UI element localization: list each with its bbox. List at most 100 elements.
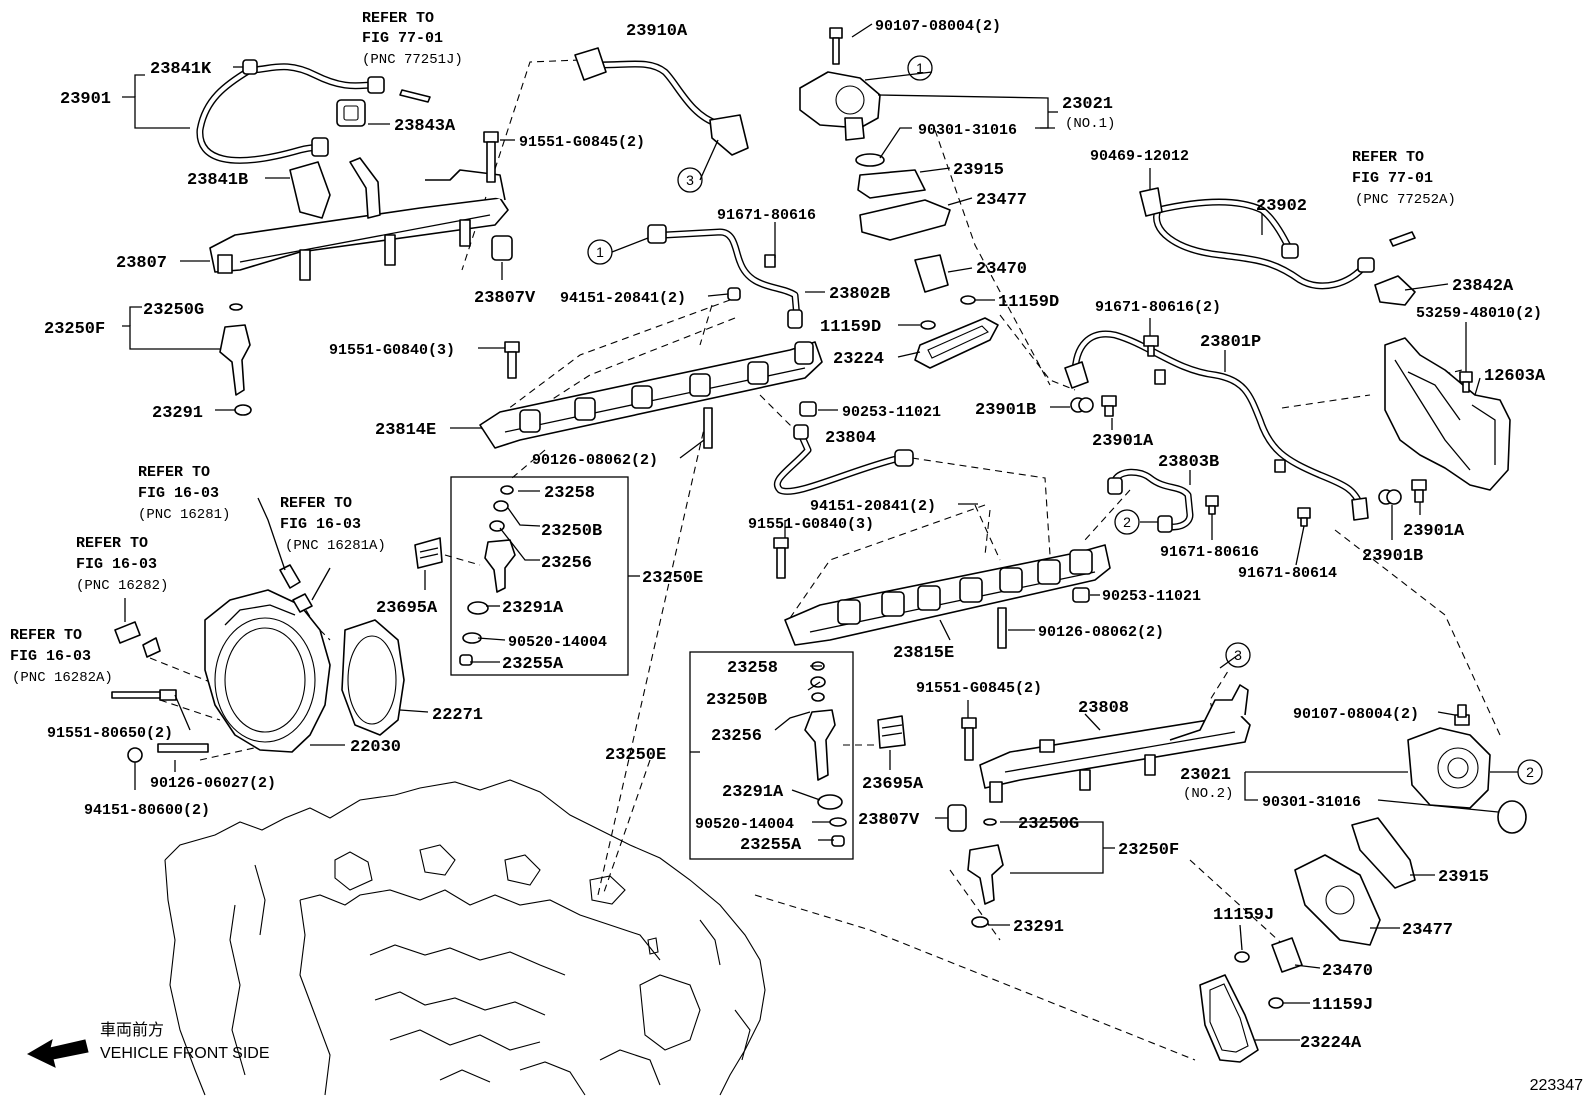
svg-text:REFER TO: REFER TO xyxy=(1352,149,1424,166)
clip-90469-12012-shape xyxy=(1139,187,1163,217)
nut-94151-80600-shape xyxy=(127,747,143,763)
circle-marker-2-b: 2 xyxy=(1517,759,1543,785)
stud-90126-08062-b-shape xyxy=(997,607,1007,649)
svg-text:(PNC 16281A): (PNC 16281A) xyxy=(285,538,386,554)
lifter-23470-b-shape xyxy=(1271,937,1303,973)
label-23695A-a: 23695A xyxy=(376,599,438,618)
label-90520-14004-b: 90520-14004 xyxy=(695,816,794,833)
injector-23250F-b-shape xyxy=(967,818,1004,928)
label-91551-G0845-b: 91551-G0845(2) xyxy=(916,680,1042,697)
bolt-91551-G0840-a-shape xyxy=(504,341,520,379)
label-23258-a: 23258 xyxy=(544,484,595,503)
svg-text:FIG 77-01: FIG 77-01 xyxy=(1352,170,1433,187)
label-23801P: 23801P xyxy=(1200,333,1261,352)
gasket-23915-b-shape xyxy=(1351,817,1416,889)
label-23814E: 23814E xyxy=(375,421,436,440)
pipe-23802B-shape xyxy=(647,224,803,329)
bolt-91551-80650-shape xyxy=(111,689,177,701)
gasket-22271-inner-shape xyxy=(347,635,397,725)
bolt-91671-80616-c-shape xyxy=(1205,495,1219,515)
label-23250G-a: 23250G xyxy=(143,301,204,320)
svg-text:3: 3 xyxy=(686,172,694,188)
label-23255A-a: 23255A xyxy=(502,655,564,674)
label-22271: 22271 xyxy=(432,706,483,725)
svg-text:1: 1 xyxy=(916,60,924,76)
lifter-23470-a-shape xyxy=(914,254,949,293)
svg-text:2: 2 xyxy=(1526,764,1534,780)
label-23901: 23901 xyxy=(60,90,111,109)
svg-text:FIG 16-03: FIG 16-03 xyxy=(10,648,91,665)
svg-text:REFER TO: REFER TO xyxy=(138,464,210,481)
refer-note-77-01-b: REFER TO FIG 77-01 (PNC 77252A) xyxy=(1352,149,1456,208)
svg-text:REFER TO: REFER TO xyxy=(10,627,82,644)
svg-text:2: 2 xyxy=(1123,514,1131,530)
label-23842A: 23842A xyxy=(1452,277,1514,296)
label-23807: 23807 xyxy=(116,254,167,273)
clamp-23843A-shape xyxy=(336,99,366,127)
hose-23910A-shape xyxy=(574,47,749,156)
label-23841K: 23841K xyxy=(150,60,212,79)
tube-16281A-shape xyxy=(292,593,313,613)
nut-90253-11021-b-shape xyxy=(1072,587,1090,603)
label-90253-11021-b: 90253-11021 xyxy=(1102,588,1201,605)
label-23021-a-note: (NO.1) xyxy=(1065,116,1115,132)
fuel-pump-23021-no2-shape xyxy=(1407,704,1491,809)
label-23807V-b: 23807V xyxy=(858,811,920,830)
label-91551-G0840-b: 91551-G0840(3) xyxy=(748,516,874,533)
label-23256-a: 23256 xyxy=(541,554,592,573)
gasket-23224-inner-shape xyxy=(927,325,989,359)
nut-90253-11021-a-shape xyxy=(799,401,817,417)
svg-text:3: 3 xyxy=(1234,647,1242,663)
label-23255A-b: 23255A xyxy=(740,836,802,855)
bolt-91551-G0840-b-shape xyxy=(773,537,789,579)
label-11159J-a: 11159J xyxy=(1213,906,1274,925)
svg-text:(PNC 77252A): (PNC 77252A) xyxy=(1355,192,1456,208)
cover-12603A-shape xyxy=(1384,337,1511,491)
label-11159D-b: 11159D xyxy=(820,318,881,337)
label-23256-b: 23256 xyxy=(711,727,762,746)
refer-note-16-03-a: REFER TO FIG 16-03 (PNC 16281) xyxy=(138,464,230,523)
fuel-pump-23021-no1-shape xyxy=(799,27,881,141)
svg-text:(PNC 77251J): (PNC 77251J) xyxy=(362,52,463,68)
label-23802B: 23802B xyxy=(829,285,890,304)
diagram-id: 223347 xyxy=(1530,1077,1583,1094)
label-90107-08004-a: 90107-08004(2) xyxy=(875,18,1001,35)
svg-text:(PNC 16281): (PNC 16281) xyxy=(138,507,230,523)
oring-90301-31016-b-shape xyxy=(1497,800,1527,834)
clip-23695A-a-shape xyxy=(414,537,443,569)
svg-text:FIG 16-03: FIG 16-03 xyxy=(76,556,157,573)
label-23021-a: 23021 xyxy=(1062,95,1113,114)
gasket-23915-a-shape xyxy=(857,169,926,199)
oring-11159J-b-shape xyxy=(1268,997,1284,1009)
circle-marker-1-b: 1 xyxy=(587,239,613,265)
label-91671-80616-c: 91671-80616 xyxy=(1160,544,1259,561)
label-23843A: 23843A xyxy=(394,117,456,136)
oring-11159D-a-shape xyxy=(960,295,976,305)
label-12603A: 12603A xyxy=(1484,367,1546,386)
bolt-91671-80614-shape xyxy=(1297,507,1311,527)
label-23807V-a: 23807V xyxy=(474,289,536,308)
tube-16282-shape xyxy=(114,621,141,644)
front-side-label-en: VEHICLE FRONT SIDE xyxy=(100,1045,270,1062)
oring-11159D-b-shape xyxy=(920,320,936,330)
label-23021-b-note: (NO.2) xyxy=(1183,786,1233,802)
refer-note-16-03-d: REFER TO FIG 16-03 (PNC 16282A) xyxy=(10,627,113,686)
bolt-23901A-a-shape xyxy=(1101,395,1117,417)
refer-note-16-03-b: REFER TO FIG 16-03 (PNC 16281A) xyxy=(280,495,386,554)
part-labels: 23901 23841K 23843A 23841B 23807 23807V … xyxy=(44,18,1546,1053)
bolt-91671-80616-b-shape xyxy=(1143,335,1159,357)
tube-77252A-shape xyxy=(1389,231,1416,247)
label-23224A: 23224A xyxy=(1300,1034,1362,1053)
label-94151-20841-a: 94151-20841(2) xyxy=(560,290,686,307)
label-23901A-b: 23901A xyxy=(1403,522,1465,541)
svg-text:(PNC 16282): (PNC 16282) xyxy=(76,578,168,594)
label-23915-a: 23915 xyxy=(953,161,1004,180)
label-90520-14004-a: 90520-14004 xyxy=(508,634,607,651)
svg-text:1: 1 xyxy=(596,244,604,260)
gasket-23224A-inner-shape xyxy=(1209,983,1249,1053)
label-23910A: 23910A xyxy=(626,22,688,41)
label-23695A-b: 23695A xyxy=(862,775,924,794)
label-90301-31016-b: 90301-31016 xyxy=(1262,794,1361,811)
plate-23477-a-shape xyxy=(859,199,951,241)
label-91671-80616-a: 91671-80616 xyxy=(717,207,816,224)
